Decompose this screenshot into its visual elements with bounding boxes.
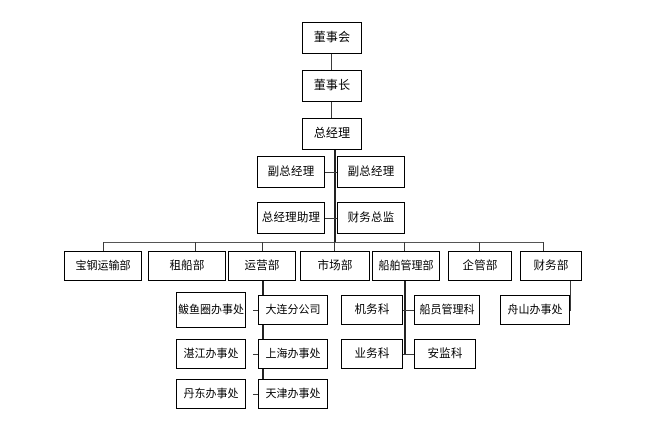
connector-finance-elbow-v bbox=[570, 281, 571, 311]
node-section-engineering[interactable]: 机务科 bbox=[341, 295, 403, 325]
node-general-manager[interactable]: 总经理 bbox=[302, 118, 362, 150]
connector-staff-left-stub bbox=[325, 218, 335, 219]
node-board[interactable]: 董事会 bbox=[302, 22, 362, 54]
node-dept-operations[interactable]: 运营部 bbox=[228, 251, 296, 281]
node-office-zhoushan[interactable]: 舟山办事处 bbox=[500, 295, 570, 325]
connector-drop-dept-6 bbox=[543, 242, 544, 251]
connector-drop-dept-5 bbox=[479, 242, 480, 251]
node-section-safety-supervision[interactable]: 安监科 bbox=[414, 339, 476, 369]
node-office-tianjin[interactable]: 天津办事处 bbox=[258, 379, 328, 409]
node-branch-dalian[interactable]: 大连分公司 bbox=[258, 295, 328, 325]
node-chairman[interactable]: 董事长 bbox=[302, 70, 362, 102]
connector-operations-spine bbox=[262, 281, 264, 393]
node-dept-enterprise-management[interactable]: 企管部 bbox=[448, 251, 512, 281]
node-office-shanghai[interactable]: 上海办事处 bbox=[258, 339, 328, 369]
node-office-dandong[interactable]: 丹东办事处 bbox=[176, 379, 246, 409]
node-dept-chartering[interactable]: 租船部 bbox=[148, 251, 226, 281]
connector-main-spine bbox=[334, 150, 336, 243]
connector-shipmgmt-spine bbox=[404, 281, 406, 354]
connector-drop-dept-3 bbox=[334, 242, 335, 251]
node-deputy-gm-1[interactable]: 副总经理 bbox=[257, 156, 325, 188]
node-dept-baosteel-transport[interactable]: 宝钢运输部 bbox=[64, 251, 142, 281]
connector-board-chairman bbox=[331, 54, 332, 70]
connector-deputy-left-stub bbox=[325, 172, 335, 173]
node-dept-ship-management[interactable]: 船舶管理部 bbox=[372, 251, 440, 281]
node-dept-finance[interactable]: 财务部 bbox=[520, 251, 582, 281]
node-section-crew-management[interactable]: 船员管理科 bbox=[414, 295, 480, 325]
node-section-business[interactable]: 业务科 bbox=[341, 339, 403, 369]
connector-department-bus bbox=[103, 242, 544, 243]
node-office-zhanjiang[interactable]: 湛江办事处 bbox=[176, 339, 246, 369]
node-dept-market[interactable]: 市场部 bbox=[300, 251, 370, 281]
node-deputy-gm-2[interactable]: 副总经理 bbox=[337, 156, 405, 188]
connector-drop-dept-2 bbox=[262, 242, 263, 251]
connector-chairman-gm bbox=[331, 102, 332, 118]
node-gm-assistant[interactable]: 总经理助理 bbox=[257, 202, 325, 234]
connector-drop-dept-1 bbox=[195, 242, 196, 251]
connector-drop-dept-0 bbox=[103, 242, 104, 251]
connector-drop-dept-4 bbox=[404, 242, 405, 251]
node-office-bayuquan[interactable]: 鲅鱼圈办事处 bbox=[176, 292, 246, 328]
connector-ship-row1-right bbox=[405, 354, 414, 355]
connector-ship-row0-right bbox=[405, 310, 414, 311]
node-cfo[interactable]: 财务总监 bbox=[337, 202, 405, 234]
